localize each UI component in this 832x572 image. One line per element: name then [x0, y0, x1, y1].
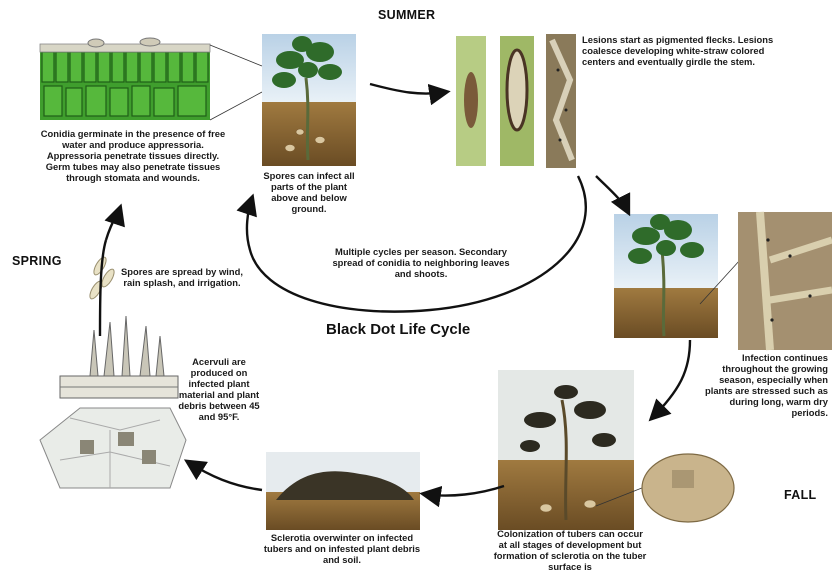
- acervuli-image: [40, 316, 186, 488]
- multiple-cycles-caption: Multiple cycles per season. Secondary sp…: [326, 246, 516, 279]
- leaf-cross-section: [40, 38, 262, 120]
- season-spring: SPRING: [12, 254, 62, 268]
- overwinter-debris-image: [266, 452, 420, 530]
- colonization-caption: Colonization of tubers can occur at all …: [492, 528, 648, 572]
- spores-spread-caption: Spores are spread by wind, rain splash, …: [118, 266, 246, 288]
- sclerotia-caption: Sclerotia overwinter on infected tubers …: [262, 532, 422, 565]
- infection-caption: Infection continues throughout the growi…: [700, 352, 828, 418]
- infection-plant-image: [614, 212, 832, 350]
- season-summer: SUMMER: [378, 8, 435, 22]
- season-fall: FALL: [784, 488, 816, 502]
- lesions-caption: Lesions start as pigmented flecks. Lesio…: [582, 34, 782, 67]
- acervuli-caption: Acervuli are produced on infected plant …: [176, 356, 262, 422]
- conidia-caption: Conidia germinate in the presence of fre…: [38, 128, 228, 183]
- spores-infect-caption: Spores can infect all parts of the plant…: [262, 170, 356, 214]
- fall-plant-image: [498, 370, 734, 530]
- summer-plant-image: [262, 34, 356, 166]
- diagram-title: Black Dot Life Cycle: [326, 321, 470, 338]
- lesion-stem-images: [456, 34, 576, 168]
